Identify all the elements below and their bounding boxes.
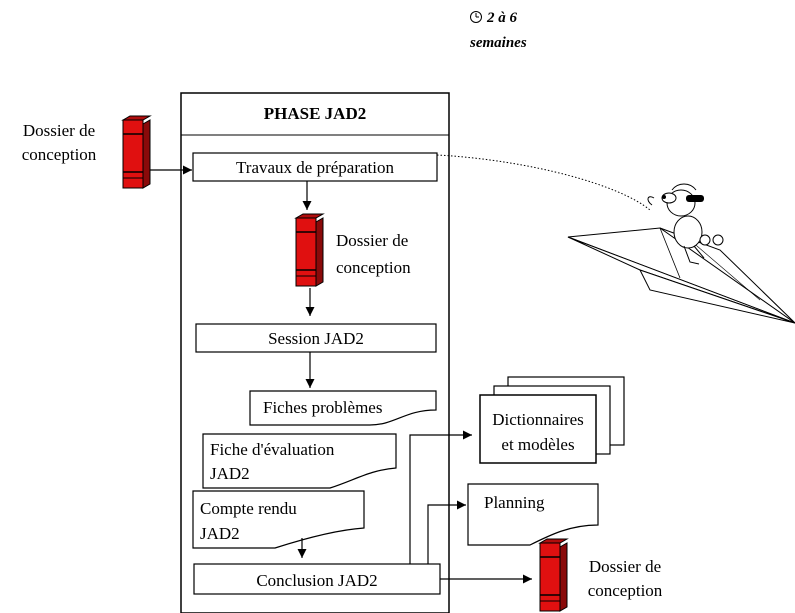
step-conclusion: Conclusion JAD2 bbox=[193, 563, 441, 595]
binder-icon bbox=[295, 213, 324, 287]
output-doc-label-line2: conception bbox=[588, 581, 663, 600]
arrow-to-planning bbox=[427, 500, 466, 564]
input-dossier: Dossier de conception bbox=[22, 115, 151, 189]
step-session: Session JAD2 bbox=[195, 323, 437, 353]
fiche-eval-label-line1: Fiche d'évaluation bbox=[210, 440, 335, 459]
compte-rendu-label-line1: Compte rendu bbox=[200, 499, 297, 518]
doc-fiches-problemes: Fiches problèmes bbox=[249, 390, 437, 426]
doc-planning: Planning bbox=[467, 483, 599, 546]
duration-label: 2 à 6 semaines bbox=[469, 10, 527, 51]
binder-icon bbox=[122, 115, 151, 189]
clock-icon bbox=[470, 11, 482, 23]
pilot-icon bbox=[647, 183, 724, 265]
duration-line1: 2 à 6 bbox=[486, 10, 518, 26]
binder-icon bbox=[539, 538, 568, 612]
step-preparation-label: Travaux de préparation bbox=[236, 158, 394, 177]
duration-line2: semaines bbox=[469, 35, 527, 51]
dotted-connector bbox=[436, 154, 651, 211]
output-doc-label-line1: Dossier de bbox=[589, 557, 661, 576]
compte-rendu-label-line2: JAD2 bbox=[200, 524, 240, 543]
step-preparation: Travaux de préparation bbox=[192, 152, 438, 182]
fiche-eval-label-line2: JAD2 bbox=[210, 464, 250, 483]
doc-dictionnaires: Dictionnaires et modèles bbox=[479, 376, 625, 464]
dictionnaires-label-line1: Dictionnaires bbox=[492, 410, 584, 429]
input-doc-label-line2: conception bbox=[22, 145, 97, 164]
step-conclusion-label: Conclusion JAD2 bbox=[256, 571, 377, 590]
planning-label: Planning bbox=[484, 493, 545, 512]
mid-dossier: Dossier de conception bbox=[295, 213, 411, 287]
doc-compte-rendu: Compte rendu JAD2 bbox=[192, 490, 365, 549]
paper-plane-illustration bbox=[567, 183, 795, 324]
dictionnaires-label-line2: et modèles bbox=[501, 435, 574, 454]
mid-doc-label-line1: Dossier de bbox=[336, 231, 408, 250]
phase-title: PHASE JAD2 bbox=[264, 104, 366, 123]
mid-doc-label-line2: conception bbox=[336, 258, 411, 277]
arrow-to-dictionnaires bbox=[409, 430, 472, 564]
fiches-problemes-label: Fiches problèmes bbox=[263, 398, 382, 417]
step-session-label: Session JAD2 bbox=[268, 329, 364, 348]
output-dossier: Dossier de conception bbox=[539, 538, 663, 612]
doc-fiche-evaluation: Fiche d'évaluation JAD2 bbox=[202, 433, 397, 489]
input-doc-label-line1: Dossier de bbox=[23, 121, 95, 140]
